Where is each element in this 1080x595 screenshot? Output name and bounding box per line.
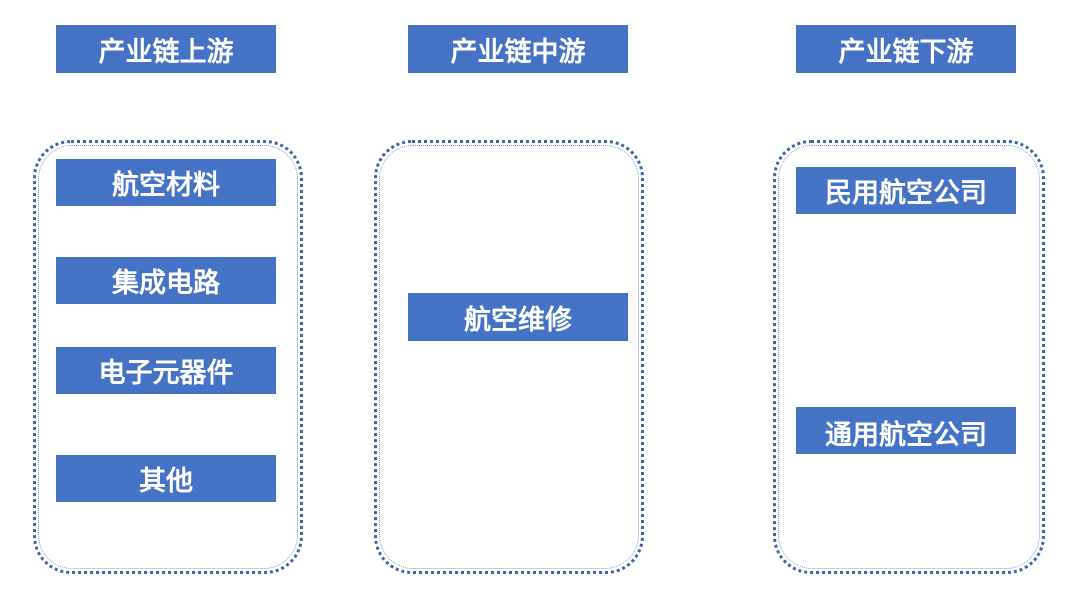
header-midstream: 产业链中游 <box>408 25 628 73</box>
midstream-item-aviation-maintenance: 航空维修 <box>408 293 628 341</box>
downstream-item-general-aviation: 通用航空公司 <box>796 407 1016 454</box>
upstream-panel <box>33 140 303 574</box>
upstream-item-integrated-circuits: 集成电路 <box>56 257 276 304</box>
header-downstream: 产业链下游 <box>796 25 1016 73</box>
header-upstream: 产业链上游 <box>56 25 276 73</box>
downstream-item-civil-airlines: 民用航空公司 <box>796 167 1016 214</box>
downstream-panel <box>773 140 1045 574</box>
midstream-panel <box>374 140 644 574</box>
upstream-item-other: 其他 <box>56 455 276 502</box>
upstream-item-aviation-materials: 航空材料 <box>56 159 276 206</box>
upstream-item-electronic-components: 电子元器件 <box>56 347 276 394</box>
